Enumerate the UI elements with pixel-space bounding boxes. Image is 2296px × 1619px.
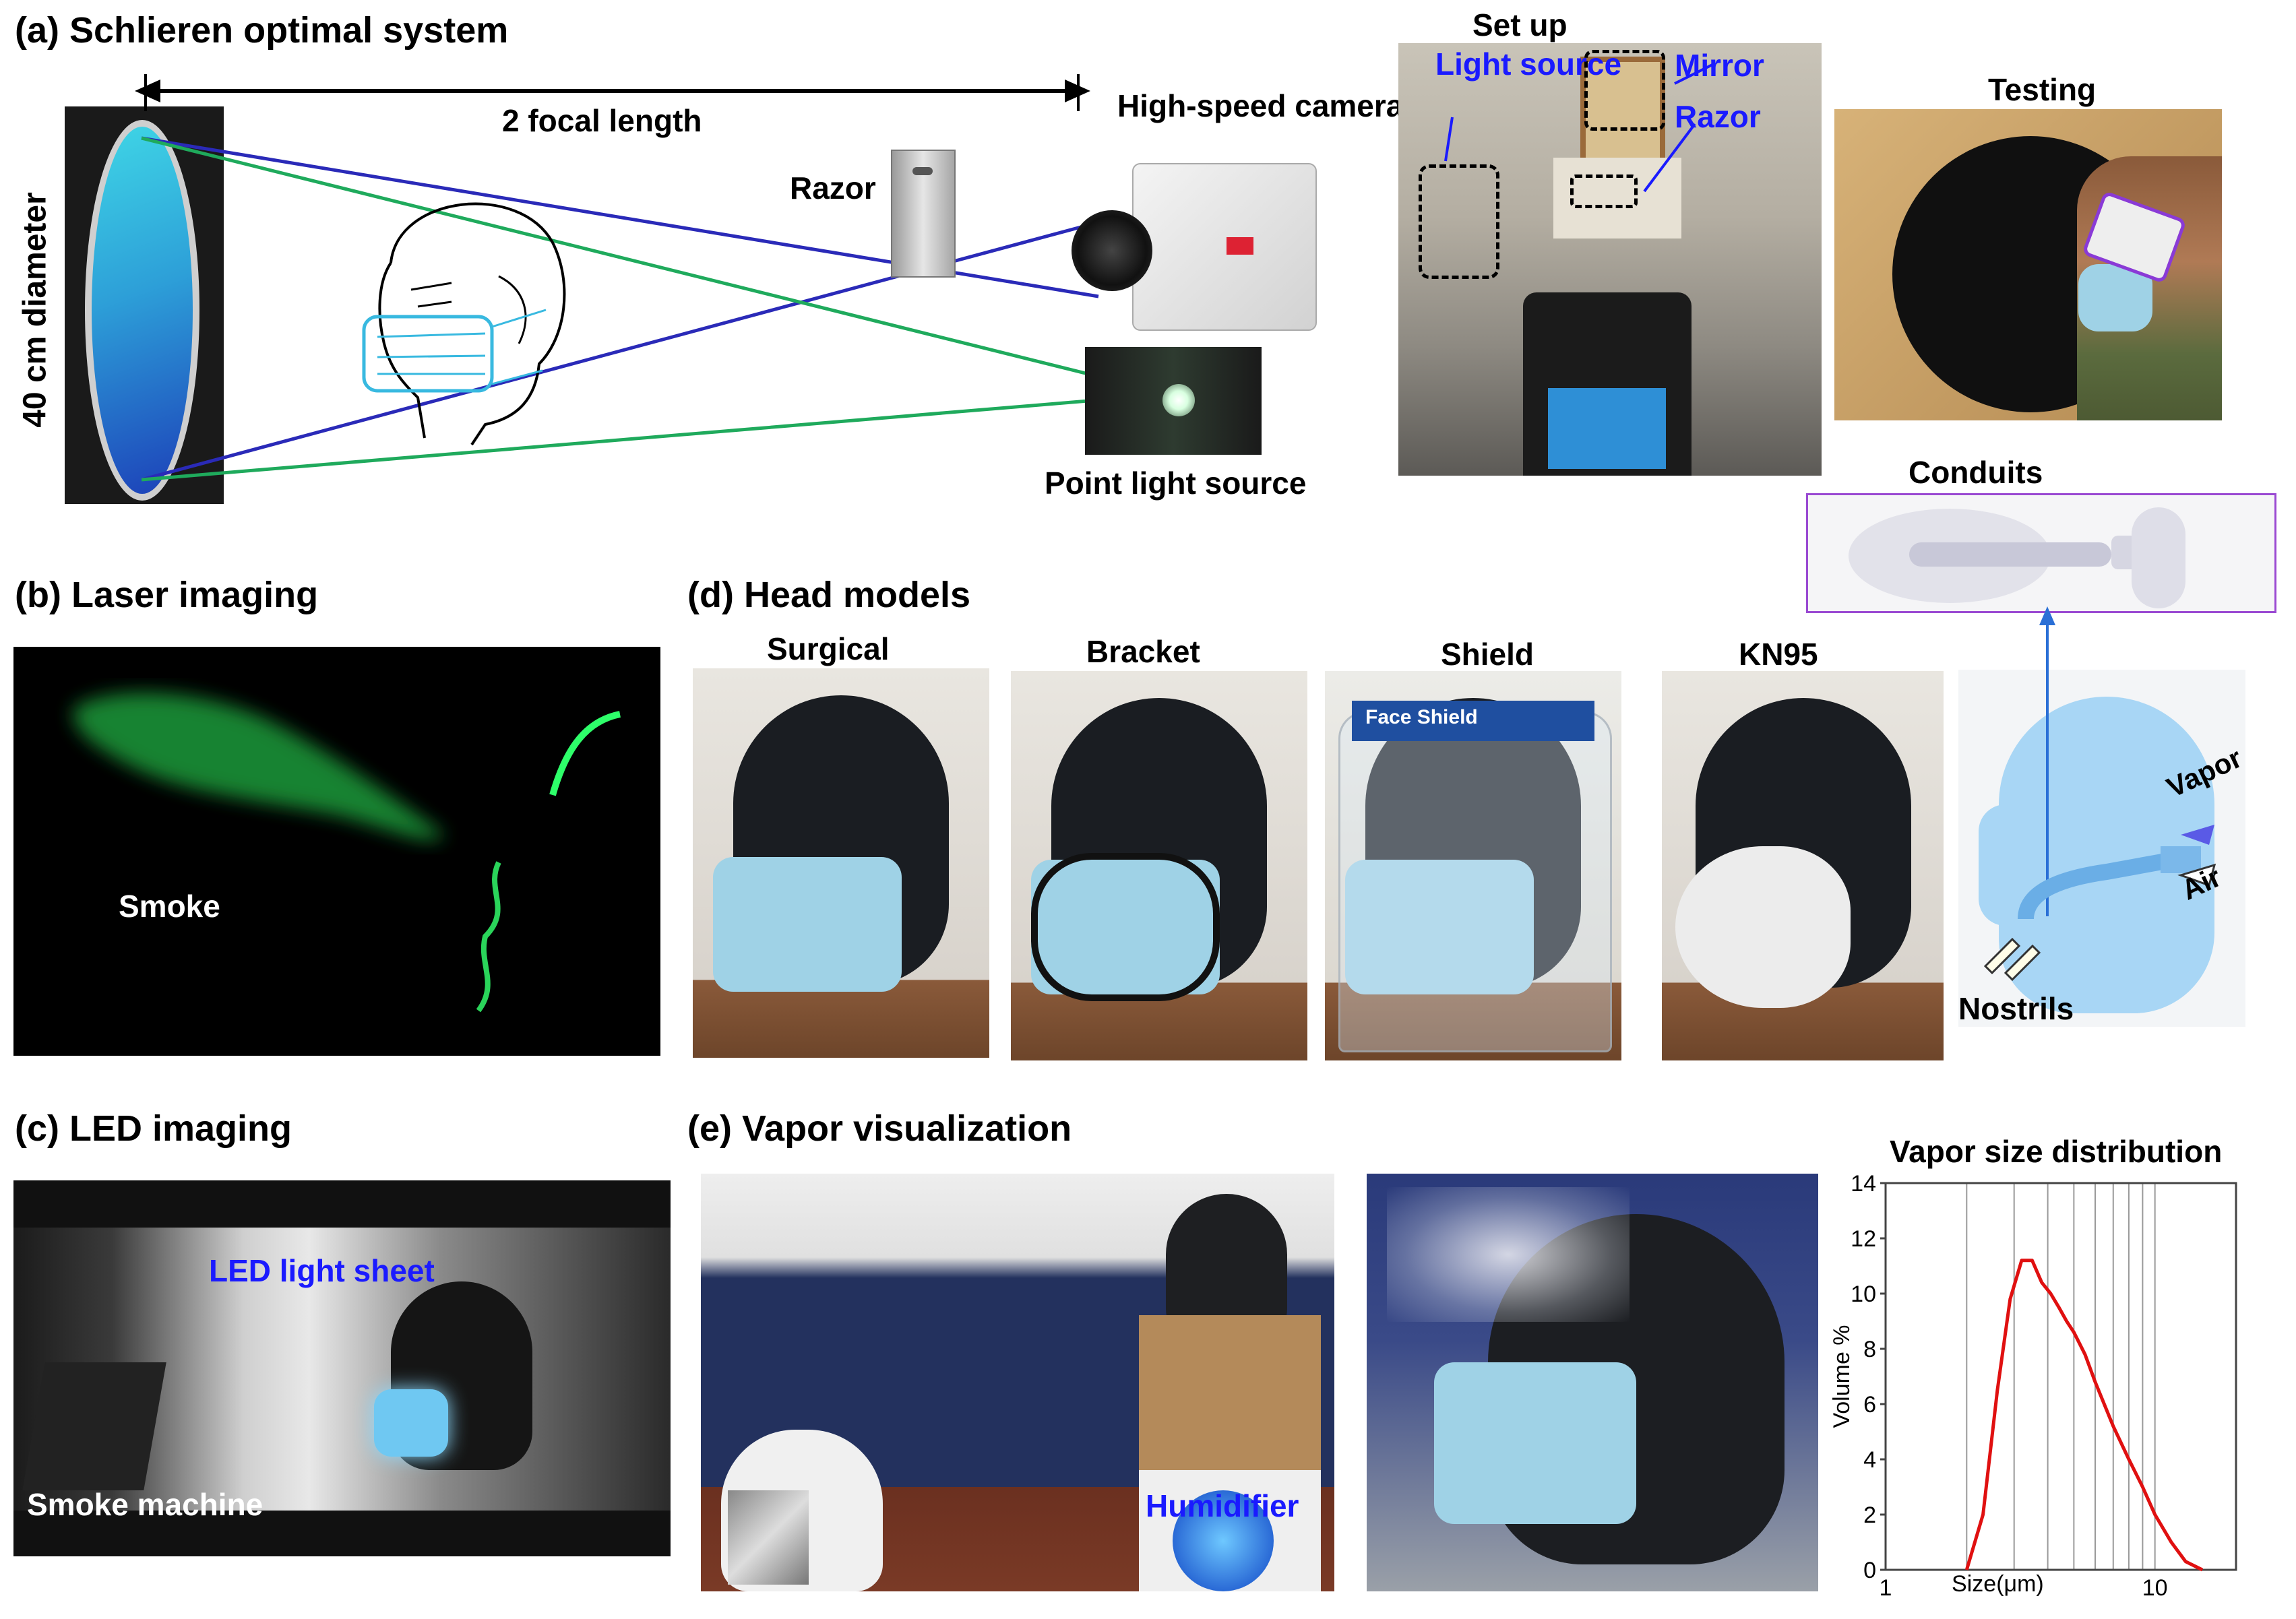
panel-d-title: (d) Head models [687,575,971,615]
focal-length-label: 2 focal length [502,103,702,138]
kn95-label: KN95 [1739,637,1818,672]
y-tick-label: 10 [1851,1281,1876,1307]
conduits-render [1806,493,2276,613]
point-light-source-label: Point light source [1045,466,1307,501]
face-shield-print: Face Shield [1365,706,1478,728]
y-tick-label: 12 [1851,1226,1876,1252]
conduit-pointer-arrow [2039,606,2055,916]
chart-title: Vapor size distribution [1890,1134,2223,1169]
high-speed-camera-label: High-speed camera [1117,88,1404,123]
head-model-bracket-photo [1011,671,1307,1060]
led-light-sheet-label: LED light sheet [209,1253,435,1288]
setup-pointers [1444,62,1716,193]
setup-photo [1398,43,1822,476]
head-model-surgical-photo [693,668,989,1058]
head-model-shield-photo: Face Shield [1325,671,1621,1060]
setup-title: Set up [1472,7,1568,42]
conduits-title: Conduits [1909,455,2043,490]
setup-razor-label: Razor [1675,99,1761,134]
panel-a-title: (a) Schlieren optimal system [15,10,509,51]
x-tick-label: 10 [2142,1575,2168,1601]
y-tick-label: 6 [1863,1392,1876,1418]
y-tick-label: 2 [1863,1502,1876,1528]
y-tick-label: 4 [1863,1447,1876,1473]
smoke-label: Smoke [119,889,220,924]
x-axis-label: Size(μm) [1952,1571,2044,1597]
surgical-label: Surgical [767,631,890,666]
y-axis-label: Volume % [1829,1325,1855,1428]
nostrils-label: Nostrils [1958,991,2074,1026]
high-speed-camera-photo [1072,163,1321,331]
panel-b-title: (b) Laser imaging [15,575,319,615]
razor-photo [891,150,956,278]
point-light-source-photo [1085,347,1262,455]
x-tick-label: 1 [1880,1575,1892,1601]
series-line-0 [1964,1259,2204,1572]
vapor-visualization-room-photo [701,1174,1334,1591]
head-model-kn95-photo [1662,671,1944,1060]
testing-photo [1834,109,2222,420]
focal-length-dimension [135,74,1090,111]
bracket-label: Bracket [1086,634,1200,669]
head-sketch [362,202,566,446]
concave-mirror-photo [65,106,224,504]
razor-label: Razor [790,170,876,205]
led-imaging-photo [13,1180,671,1556]
shield-label: Shield [1441,637,1534,672]
y-tick-label: 8 [1863,1337,1876,1362]
y-tick-label: 14 [1851,1172,1876,1197]
humidifier-label: Humidifier [1146,1488,1299,1523]
panel-c-title: (c) LED imaging [15,1108,292,1149]
panel-e-title: (e) Vapor visualization [687,1108,1072,1149]
conduit-tube [1983,825,2216,982]
laser-imaging-photo [13,647,660,1056]
testing-title: Testing [1988,72,2097,107]
smoke-machine-label: Smoke machine [27,1487,263,1522]
y-tick-label: 0 [1863,1558,1876,1583]
vapor-on-head-photo [1367,1174,1818,1591]
plot-frame [1884,1182,2237,1571]
